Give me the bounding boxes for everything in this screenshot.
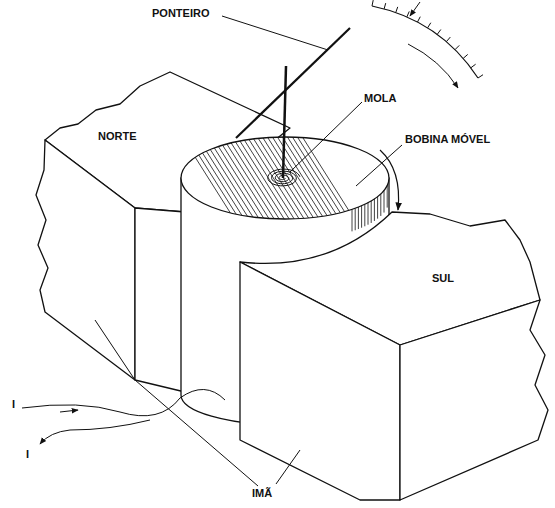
winding-stroke xyxy=(188,130,248,225)
current-lead xyxy=(22,389,225,415)
leader-line xyxy=(222,16,328,50)
pole-label: NORTE xyxy=(96,130,139,143)
winding-stroke xyxy=(178,130,238,225)
north-pole-front xyxy=(36,140,135,380)
winding-stroke xyxy=(364,204,365,226)
south-pole-front xyxy=(240,262,400,500)
south-pole-side xyxy=(400,300,548,500)
rotation-arrow xyxy=(380,150,399,210)
winding-stroke xyxy=(263,130,323,225)
winding-stroke xyxy=(380,194,381,216)
winding-stroke xyxy=(361,206,362,228)
winding-stroke xyxy=(203,130,263,225)
winding-stroke xyxy=(293,130,353,225)
current-lead xyxy=(40,420,150,444)
leader-line xyxy=(290,102,362,172)
winding-stroke xyxy=(183,130,243,225)
scale-ticks xyxy=(372,0,483,78)
leader-line xyxy=(95,320,135,380)
shaft xyxy=(283,66,286,178)
winding-stroke xyxy=(218,130,278,225)
coil-windings-side xyxy=(352,186,387,232)
winding-stroke xyxy=(355,208,356,230)
coil-windings xyxy=(178,130,358,225)
current-arrow xyxy=(60,410,78,412)
pole-label: SUL xyxy=(430,272,456,285)
winding-stroke xyxy=(387,186,388,208)
winding-stroke xyxy=(371,201,372,223)
winding-stroke xyxy=(248,130,308,225)
north-pole-inner xyxy=(135,208,185,392)
leader-line xyxy=(356,145,402,186)
motion-arrow xyxy=(410,2,420,16)
current-label: I xyxy=(24,448,31,461)
winding-stroke xyxy=(193,130,253,225)
motion-arrow xyxy=(408,44,458,88)
winding-stroke xyxy=(258,130,318,225)
leader-line xyxy=(276,450,300,484)
winding-stroke xyxy=(208,130,268,225)
pointer xyxy=(236,28,350,138)
winding-stroke xyxy=(352,209,353,231)
part-label: BOBINA MÓVEL xyxy=(403,133,492,146)
winding-stroke xyxy=(298,130,358,225)
winding-stroke xyxy=(368,203,369,225)
winding-stroke xyxy=(384,191,385,213)
winding-stroke xyxy=(374,199,375,221)
winding-stroke xyxy=(377,197,378,219)
winding-stroke xyxy=(243,130,303,225)
winding-stroke xyxy=(278,130,338,225)
winding-stroke xyxy=(358,207,359,229)
current-label: I xyxy=(10,398,17,411)
winding-stroke xyxy=(223,130,283,225)
part-label: IMÃ xyxy=(250,487,274,500)
winding-stroke xyxy=(213,130,273,225)
scale-arc xyxy=(372,6,478,78)
leader-line xyxy=(135,380,258,486)
winding-stroke xyxy=(198,130,258,225)
part-label: MOLA xyxy=(362,92,398,105)
part-label: PONTEIRO xyxy=(150,7,211,20)
